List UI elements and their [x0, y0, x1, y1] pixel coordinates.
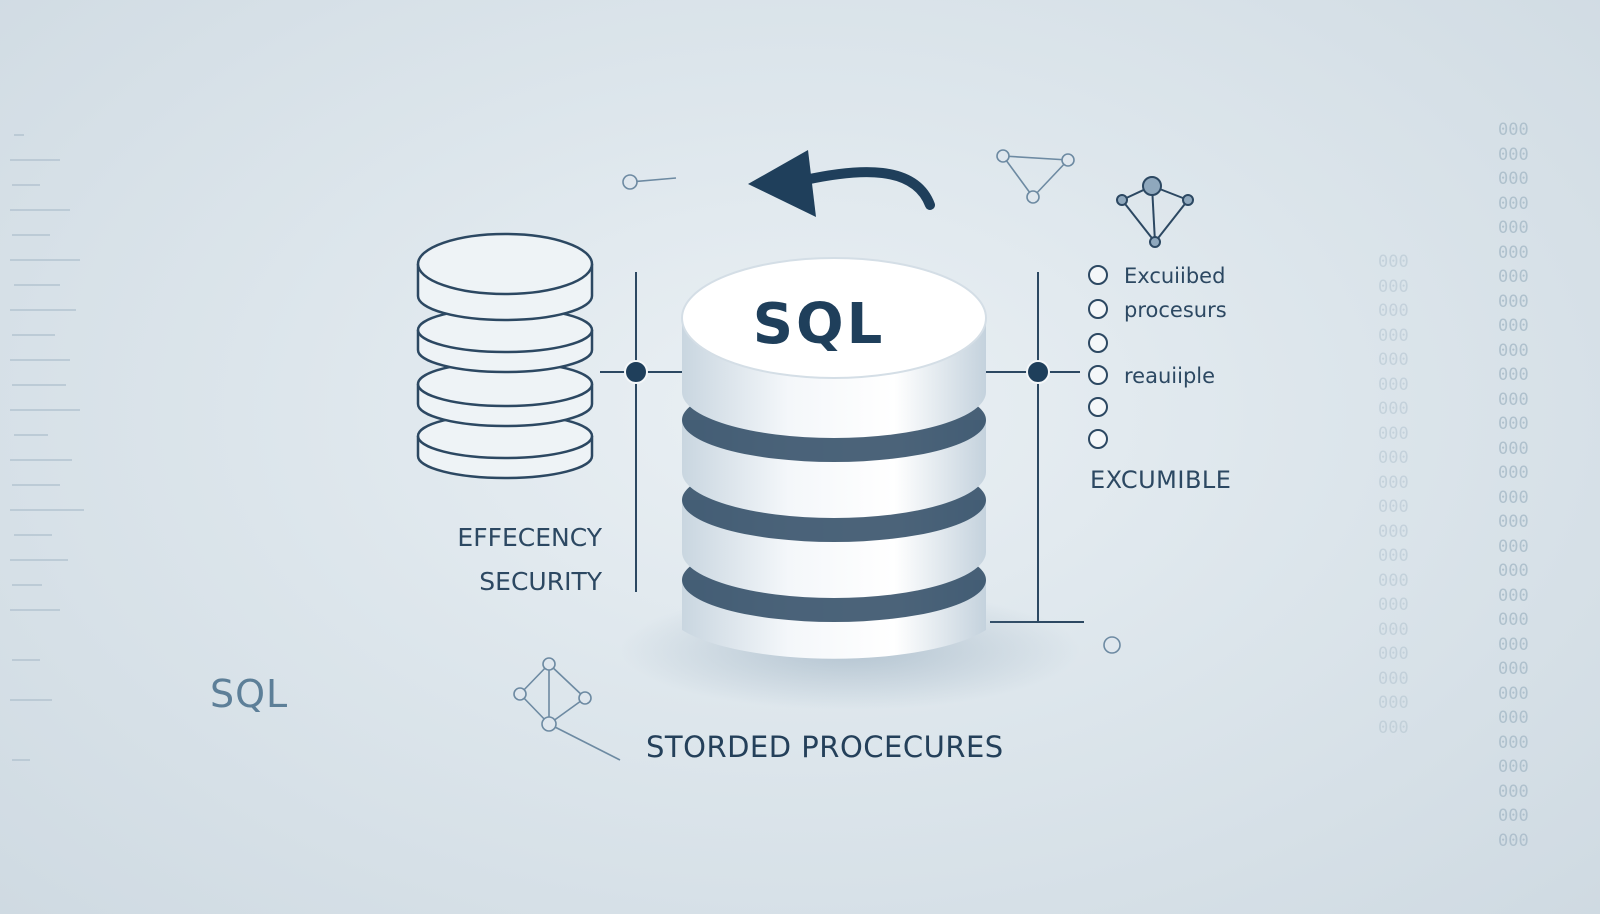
code-digits: 000	[1498, 291, 1529, 312]
connector-node	[624, 360, 648, 384]
code-digits: 000	[1378, 276, 1409, 297]
code-digits: 000	[1498, 781, 1529, 802]
code-digits: 000	[1498, 659, 1529, 679]
code-digits: 000	[1498, 414, 1529, 434]
node-graph-icon	[513, 657, 621, 761]
bullet-circle-icon	[1088, 429, 1108, 449]
code-digits: 000	[1498, 316, 1529, 336]
code-digits: 000	[1498, 144, 1529, 165]
code-digits: 000	[1498, 561, 1529, 581]
code-digits: 000	[1378, 350, 1409, 370]
code-digits: 000	[1378, 448, 1409, 468]
list-item-label: procesurs	[1124, 298, 1227, 322]
code-digits: 000	[1498, 757, 1529, 777]
code-digits: 000	[1378, 717, 1409, 738]
code-digits: 000	[1498, 218, 1529, 238]
left-edge-dashes	[10, 134, 84, 761]
bullet-circle-icon	[1088, 397, 1108, 417]
code-digits: 000	[1498, 732, 1529, 753]
node-graph-icon	[996, 149, 1075, 204]
code-digits: 000	[1378, 521, 1409, 542]
diagram-caption: STORDED PROCECURES	[646, 730, 1004, 764]
list-item-label: reauiiple	[1124, 364, 1216, 388]
code-digits: 000	[1378, 252, 1409, 272]
code-digits: 000	[1378, 325, 1409, 346]
code-digits: 000	[1498, 365, 1529, 385]
code-digits: 000	[1498, 610, 1529, 630]
side-label-efficiency: EFFECENCY	[457, 523, 602, 552]
database-disk	[681, 257, 987, 438]
node-graph-icon	[622, 174, 677, 190]
code-digits: 000	[1498, 389, 1529, 410]
outline-database-icon	[416, 232, 594, 480]
code-digits: 000	[1498, 242, 1529, 263]
corner-sql-label: SQL	[210, 672, 289, 716]
code-digits: 000	[1378, 546, 1409, 566]
code-digits: 000	[1498, 267, 1529, 287]
code-digits: 000	[1498, 830, 1529, 851]
bullet-circle-icon	[1088, 333, 1108, 353]
code-digits: 000	[1498, 708, 1529, 728]
code-digits: 000	[1378, 472, 1409, 493]
code-digits: 000	[1378, 374, 1409, 395]
node-dot	[1103, 636, 1121, 654]
code-digits: 000	[1498, 463, 1529, 483]
code-column: 000 000 000 000 000 000 000 000 000 000 000 000 000 0…	[1498, 118, 1529, 853]
connector-node	[1026, 360, 1050, 384]
bullet-circle-icon	[1088, 299, 1108, 319]
list-item-label: Excuiibed	[1124, 264, 1226, 288]
code-digits: 000	[1378, 423, 1409, 444]
code-digits: 000	[1378, 619, 1409, 640]
code-digits: 000	[1378, 644, 1409, 664]
code-column: 000 000 000 000 000 000 000 000 000 000 000 000 000 0…	[1378, 250, 1409, 740]
code-digits: 000	[1378, 595, 1409, 615]
code-digits: 000	[1378, 497, 1409, 517]
code-digits: 000	[1498, 512, 1529, 532]
database-stack	[681, 257, 987, 659]
code-digits: 000	[1378, 668, 1409, 689]
code-digits: 000	[1498, 806, 1529, 826]
code-digits: 000	[1378, 693, 1409, 713]
code-digits: 000	[1498, 585, 1529, 606]
bullet-circle-icon	[1088, 265, 1108, 285]
side-label-security: SECURITY	[479, 567, 602, 596]
code-digits: 000	[1498, 438, 1529, 459]
code-digits: 000	[1378, 301, 1409, 321]
back-arrow-icon	[748, 150, 935, 217]
code-digits: 000	[1498, 193, 1529, 214]
code-digits: 000	[1498, 683, 1529, 704]
node-graph-icon	[1116, 176, 1194, 248]
code-digits: 000	[1378, 399, 1409, 419]
code-digits: 000	[1498, 340, 1529, 361]
code-digits: 000	[1498, 120, 1529, 140]
code-digits: 000	[1498, 536, 1529, 557]
code-digits: 000	[1498, 169, 1529, 189]
code-digits: 000	[1378, 570, 1409, 591]
side-labels: EFFECENCY SECURITY	[422, 516, 602, 604]
list-footer-label: EXCUMIBLE	[1090, 466, 1232, 494]
code-digits: 000	[1498, 634, 1529, 655]
code-digits: 000	[1498, 487, 1529, 508]
database-label: SQL	[752, 292, 886, 357]
bullet-circle-icon	[1088, 365, 1108, 385]
